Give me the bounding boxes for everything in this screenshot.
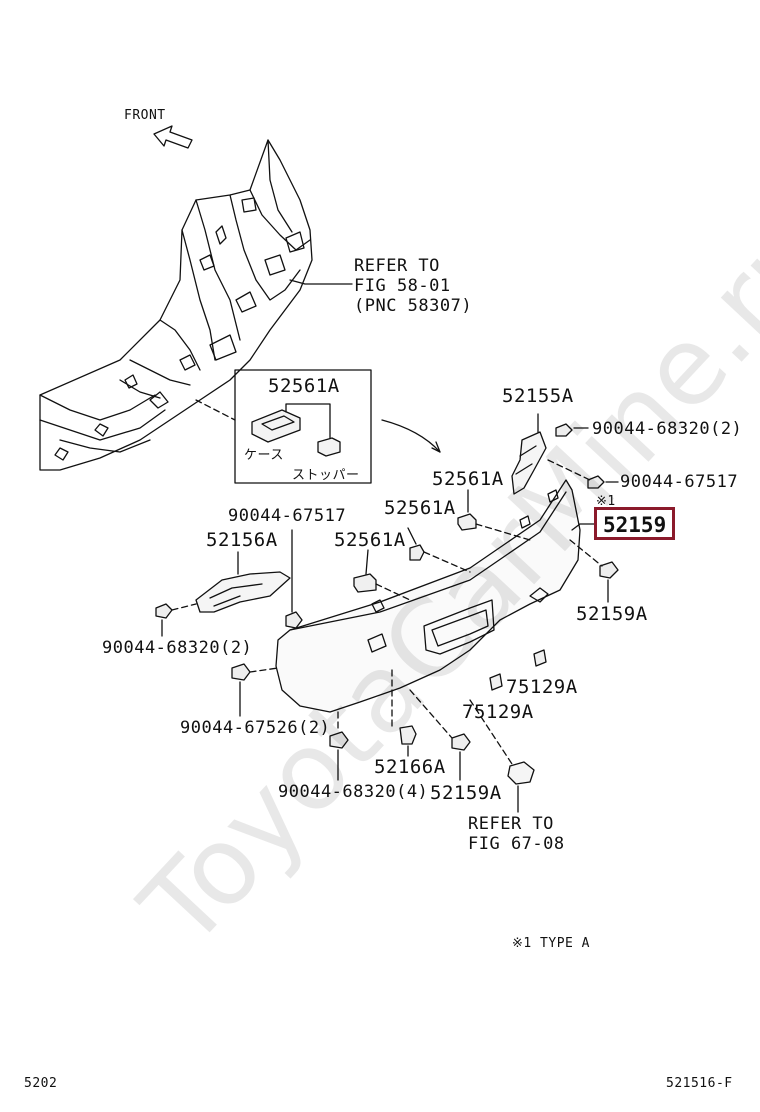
bolt-90044-67526-icon xyxy=(231,663,251,681)
refer-top-line3: (PNC 58307) xyxy=(354,296,473,316)
page-code-left: 5202 xyxy=(24,1076,58,1091)
highlight-part-label: 52159 xyxy=(603,513,667,537)
front-arrow-icon xyxy=(153,125,193,149)
clip-52166a-icon xyxy=(399,725,417,745)
label-90044-68320-2-left: 90044-68320(2) xyxy=(102,638,253,658)
label-90044-67517-left: 90044-67517 xyxy=(228,506,347,526)
dash-bolt-r2 xyxy=(547,459,591,481)
refer-bottom-line1: REFER TO xyxy=(468,814,554,834)
stopper-part-icon xyxy=(317,437,341,457)
pad-75129a-a-icon xyxy=(533,649,547,667)
reflector-icon xyxy=(507,761,535,785)
dash-clip-mid xyxy=(423,551,471,573)
inset-leader xyxy=(285,403,331,439)
screw-52159a-bottom-icon xyxy=(451,733,471,751)
curve-arrowhead xyxy=(431,441,441,453)
bolt-90044-67517-right-icon xyxy=(587,475,605,489)
curve-arrow xyxy=(381,419,441,453)
label-75129a-b: 75129A xyxy=(462,701,534,723)
page-code-right: 521516-F xyxy=(666,1076,733,1091)
label-90044-68320-2-right: 90044-68320(2) xyxy=(592,419,743,439)
rear-bumper-cover xyxy=(275,479,581,713)
clip-52561a-mid-icon xyxy=(409,544,425,561)
dash-67526 xyxy=(249,667,279,673)
label-52155a: 52155A xyxy=(502,385,574,407)
case-part-icon xyxy=(251,409,301,443)
label-52166a: 52166A xyxy=(374,756,446,778)
note-mark: ※1 xyxy=(596,494,616,509)
label-90044-68320-4: 90044-68320(4) xyxy=(278,782,429,802)
bolt-90044-67517-left-icon xyxy=(285,611,303,629)
screw-52159a-right-icon xyxy=(599,561,619,579)
clip-52561a-upper-icon xyxy=(457,513,477,531)
label-90044-67517-right: 90044-67517 xyxy=(620,472,739,492)
leader-52561a-mid xyxy=(407,527,417,545)
label-52159a-right: 52159A xyxy=(576,603,648,625)
inset-stopper-label: ストッパー xyxy=(292,468,360,483)
inset-case-label: ケース xyxy=(244,448,284,463)
bracket-52156a xyxy=(195,571,291,613)
dash-clip-upper xyxy=(475,523,531,541)
leader-refer-top xyxy=(289,279,353,285)
label-52156a: 52156A xyxy=(206,529,278,551)
label-75129a-a: 75129A xyxy=(506,676,578,698)
bolt-90044-68320-right-icon xyxy=(555,423,573,437)
dash-52159a-right xyxy=(569,539,603,567)
label-52561a-upper: 52561A xyxy=(432,468,504,490)
dash-body-inset xyxy=(195,399,236,421)
inset-part-label: 52561A xyxy=(268,375,340,397)
label-52561a-mid: 52561A xyxy=(384,497,456,519)
refer-top-line2: FIG 58-01 xyxy=(354,276,451,296)
footnote: ※1 TYPE A xyxy=(512,936,591,951)
dash-52159a-bottom xyxy=(409,689,453,739)
highlight-box-52159[interactable]: 52159 xyxy=(594,507,675,540)
bracket-52155a xyxy=(511,431,547,495)
dash-reflector xyxy=(469,699,513,765)
refer-bottom-line2: FIG 67-08 xyxy=(468,834,565,854)
dash-clip-lower xyxy=(375,583,411,601)
front-label: FRONT xyxy=(124,108,166,123)
label-52561a-lower: 52561A xyxy=(334,529,406,551)
clip-52561a-lower-icon xyxy=(353,573,377,593)
bolt-90044-68320-left-icon xyxy=(155,603,173,619)
leader-52159 xyxy=(571,523,595,531)
inset-box xyxy=(234,369,372,484)
label-90044-67526-2: 90044-67526(2) xyxy=(180,718,331,738)
bolt-90044-68320-bottom-icon xyxy=(329,731,349,749)
label-52159a-bottom: 52159A xyxy=(430,782,502,804)
pad-75129a-b-icon xyxy=(489,673,503,691)
body-structure xyxy=(39,139,313,471)
refer-top-line1: REFER TO xyxy=(354,256,440,276)
leader-52561a-lower xyxy=(365,549,369,575)
dash-bolt-l1 xyxy=(171,603,197,611)
